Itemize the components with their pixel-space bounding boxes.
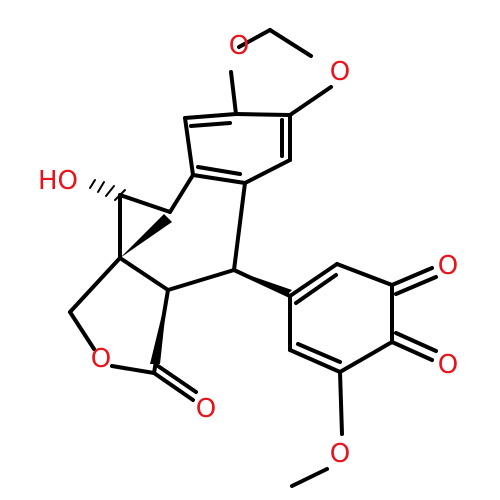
- bond: [118, 193, 172, 214]
- bond: [390, 340, 434, 362]
- bond: [105, 185, 115, 197]
- bond: [294, 273, 338, 305]
- bond: [394, 275, 438, 296]
- bond: [166, 268, 236, 292]
- atom-label-o-dioxole-left: O: [229, 31, 249, 61]
- bond: [156, 364, 198, 394]
- bond: [118, 256, 170, 292]
- bond: [394, 331, 438, 353]
- bond: [234, 112, 292, 117]
- atom-label-hydroxyl: HO: [38, 166, 78, 196]
- bond: [191, 173, 247, 185]
- hydroxyl-hashed-bond: [89, 179, 126, 201]
- bond: [288, 85, 333, 117]
- atom-label-o-methoxy: O: [330, 439, 350, 469]
- atom-label-o-quinone-bottom: O: [438, 350, 458, 380]
- atom-label-layer: O O HO O O O O O: [38, 31, 458, 469]
- bond: [183, 116, 195, 177]
- bond: [89, 179, 96, 189]
- bond: [288, 262, 339, 298]
- bond: [229, 70, 238, 116]
- wedge-bond: [234, 270, 292, 296]
- bond: [338, 340, 394, 374]
- bond: [288, 348, 342, 374]
- bond: [232, 181, 247, 272]
- bond: [268, 28, 313, 58]
- bond: [290, 467, 329, 488]
- bond: [338, 370, 344, 436]
- bond: [168, 173, 195, 214]
- bond: [196, 165, 242, 176]
- bond: [296, 342, 342, 364]
- bond: [189, 121, 232, 128]
- atom-label-o-lactone-ring: O: [91, 344, 111, 374]
- bond: [110, 364, 156, 375]
- bond: [237, 28, 272, 49]
- bond: [114, 189, 126, 201]
- atom-label-o-dioxole-right: O: [330, 57, 350, 87]
- atom-label-o-lactone-carbonyl: O: [196, 394, 216, 424]
- bond: [390, 266, 434, 287]
- bond: [152, 371, 195, 402]
- bond: [335, 262, 394, 287]
- atom-label-o-quinone-top: O: [438, 251, 458, 281]
- bond: [183, 112, 238, 120]
- bond: [68, 256, 122, 314]
- bond-layer: [68, 28, 438, 488]
- bond: [68, 310, 96, 351]
- bond: [243, 158, 292, 185]
- wedge-bond: [150, 290, 168, 364]
- wedge-bond: [120, 214, 172, 258]
- bond: [97, 181, 105, 193]
